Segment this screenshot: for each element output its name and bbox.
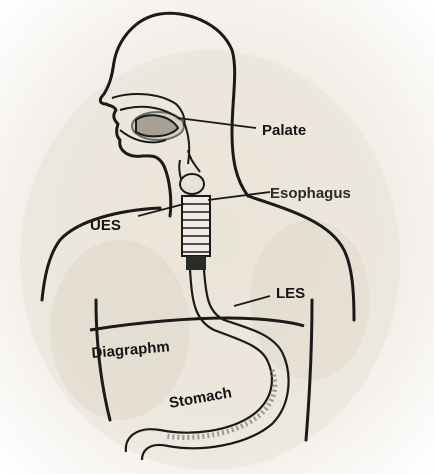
ues-label: UES — [90, 217, 121, 234]
palate-label: Palate — [262, 122, 306, 139]
left-shading — [50, 240, 190, 420]
esophagus-label: Esophagus — [270, 185, 351, 202]
les-label: LES — [276, 285, 305, 302]
